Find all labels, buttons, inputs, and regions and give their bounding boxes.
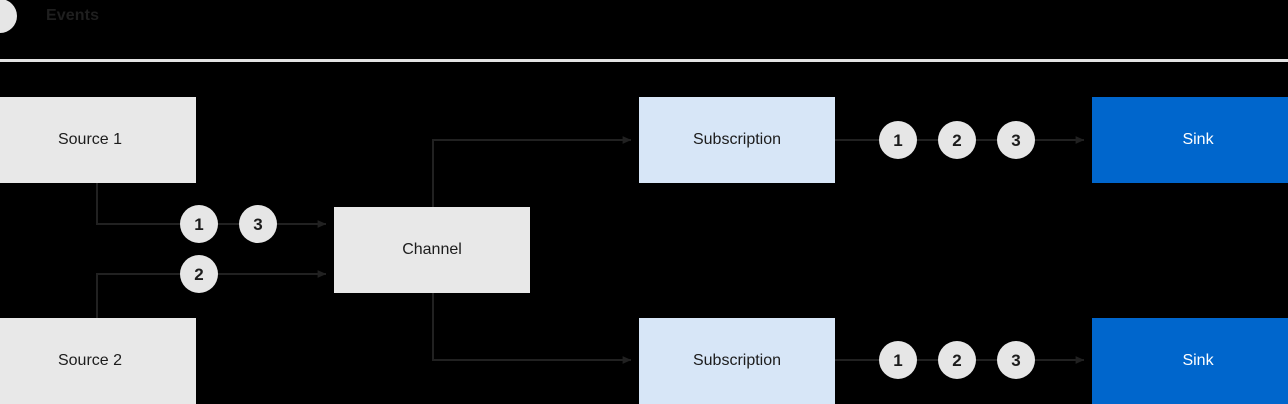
event-token: 3 [997, 341, 1035, 379]
node-sink-top[interactable]: Sink [1092, 97, 1288, 183]
event-token: 2 [938, 341, 976, 379]
node-label: Source 1 [57, 131, 123, 148]
node-label: Sink [1182, 352, 1214, 369]
node-sink-bottom[interactable]: Sink [1092, 318, 1288, 404]
event-token: 1 [180, 205, 218, 243]
event-token: 2 [938, 121, 976, 159]
event-token: 3 [239, 205, 277, 243]
node-label: Subscription [692, 131, 782, 148]
node-label: Subscription [692, 352, 782, 369]
event-token: 1 [879, 121, 917, 159]
node-label: Channel [402, 241, 462, 258]
event-token: 3 [997, 121, 1035, 159]
event-token: 1 [879, 341, 917, 379]
legend-label: Events [46, 7, 100, 24]
event-token: 2 [180, 255, 218, 293]
event-dot-icon [0, 0, 17, 33]
node-source-1[interactable]: Source 1 [0, 97, 196, 183]
header-divider [0, 59, 1288, 62]
node-subscription-bottom[interactable]: Subscription [639, 318, 835, 404]
node-source-2[interactable]: Source 2 [0, 318, 196, 404]
node-label: Source 2 [57, 352, 123, 369]
node-subscription-top[interactable]: Subscription [639, 97, 835, 183]
node-label: Sink [1182, 131, 1214, 148]
node-channel[interactable]: Channel [334, 207, 530, 293]
